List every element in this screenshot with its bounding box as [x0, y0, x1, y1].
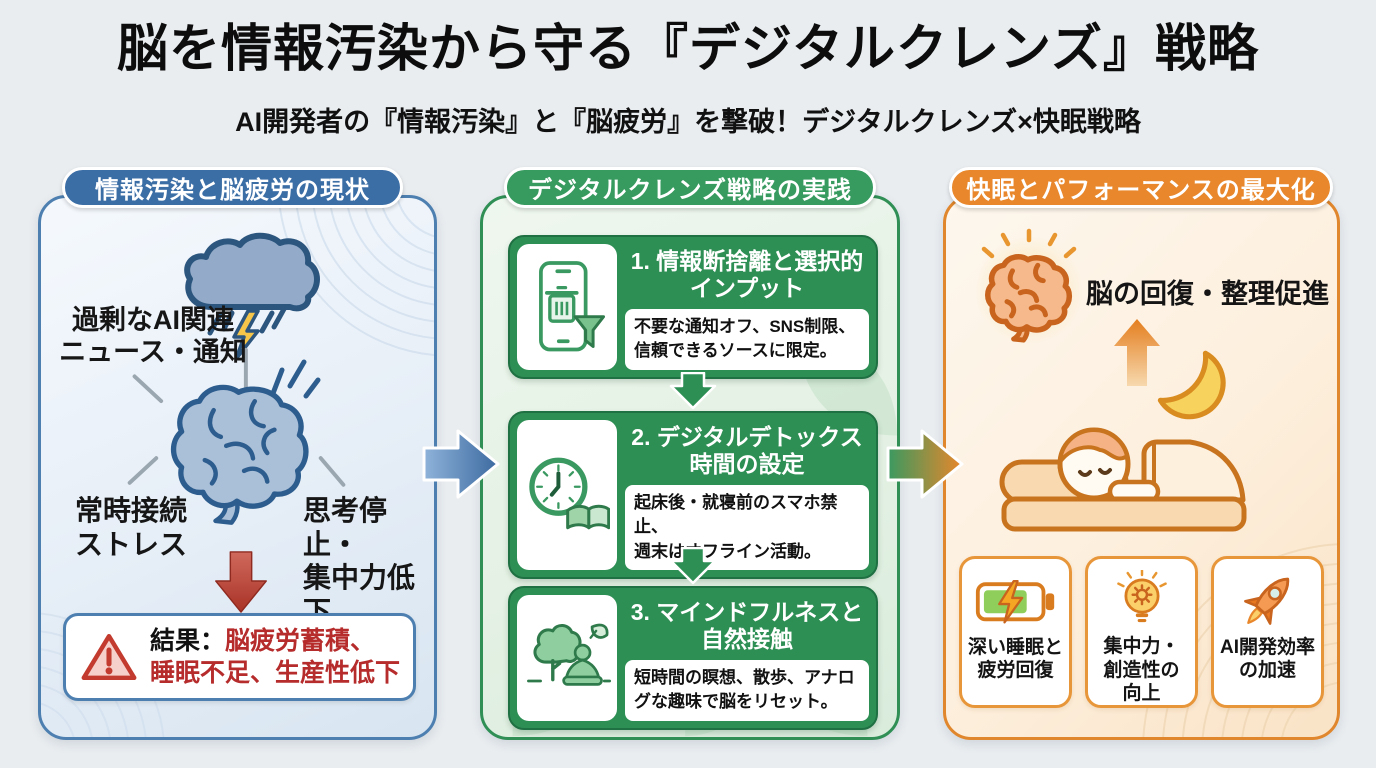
panel-current-state: 過剰なAI関連 ニュース・通知 常時接続 ストレス 思考停止・ 集中力低下 結果…	[38, 195, 437, 740]
step-1-icon-tile	[517, 244, 617, 370]
benefit-label: 深い睡眠と 疲労回復	[967, 637, 1063, 682]
step-2-body: 起床後・就寝前のスマホ禁止、 週末はオフライン活動。	[625, 485, 869, 570]
step-3-title: 3. マインドフルネスと 自然接触	[630, 599, 864, 653]
down-arrow-green-icon	[669, 547, 717, 585]
flow-arrow-green-orange-icon	[886, 429, 964, 499]
result-prefix: 結果：	[150, 626, 226, 655]
step-3-box: 3. マインドフルネスと 自然接触 短時間の瞑想、散歩、アナロ グな趣味で脳をリ…	[508, 586, 878, 730]
rocket-icon	[1243, 577, 1289, 625]
up-arrow-icon	[1114, 319, 1160, 386]
bulb-gear-icon	[1116, 569, 1167, 622]
benefit-card-focus: 集中力・ 創造性の 向上	[1085, 556, 1198, 708]
mindfulness-nature-icon	[527, 623, 611, 686]
step-2-icon-tile	[517, 420, 617, 570]
stress-marks-icon	[269, 359, 321, 399]
benefit-label: AI開発効率 の加速	[1219, 637, 1315, 682]
step-1-title: 1. 情報断捨離と選択的 インプット	[630, 248, 864, 302]
phone-declutter-icon	[539, 260, 606, 352]
page-subtitle: AI開発者の『情報汚染』と『脳疲労』を撃破！デジタルクレンズ×快眠戦略	[235, 107, 1141, 137]
benefit-cards: 深い睡眠と 疲労回復	[946, 556, 1337, 708]
battery-icon	[975, 580, 1054, 624]
panel-sleep-performance: 脳の回復・整理促進	[943, 195, 1340, 740]
clock-book-icon	[529, 457, 610, 530]
storm-cloud-icon	[184, 232, 320, 361]
down-arrow-green-icon	[669, 372, 717, 410]
panel-strategy-practice: 1. 情報断捨離と選択的 インプット 不要な通知オフ、SNS制限、 信頼できるソ…	[480, 195, 900, 740]
result-box: 結果：脳疲労蓄積、 睡眠不足、生産性低下	[63, 613, 416, 701]
result-detail: 脳疲労蓄積、 睡眠不足、生産性低下	[150, 626, 401, 688]
page-title: 脳を情報汚染から守る『デジタルクレンズ』戦略	[117, 20, 1259, 77]
result-text: 結果：脳疲労蓄積、 睡眠不足、生産性低下	[150, 625, 400, 690]
moon-icon	[1157, 350, 1226, 420]
sleeping-person-icon	[999, 427, 1247, 532]
recovery-caption: 脳の回復・整理促進	[1086, 279, 1329, 309]
flow-arrow-blue-icon	[422, 429, 500, 499]
step-1-body: 不要な通知オフ、SNS制限、 信頼できるソースに限定。	[625, 309, 869, 370]
right-panel-header: 快眠とパフォーマンスの最大化	[949, 167, 1333, 208]
warning-icon	[81, 633, 137, 681]
glowing-brain-icon	[975, 228, 1083, 344]
step-2-title: 2. デジタルデトックス 時間の設定	[631, 424, 863, 478]
step-1-box: 1. 情報断捨離と選択的 インプット 不要な通知オフ、SNS制限、 信頼できるソ…	[508, 235, 878, 379]
step-3-body: 短時間の瞑想、散歩、アナロ グな趣味で脳をリセット。	[625, 660, 869, 721]
middle-panel-header: デジタルクレンズ戦略の実践	[504, 167, 876, 208]
label-always-on-stress: 常時接続 ストレス	[75, 495, 188, 560]
step-3-icon-tile	[517, 595, 617, 721]
label-ai-news: 過剰なAI関連 ニュース・通知	[59, 305, 247, 368]
down-arrow-red-icon	[215, 551, 267, 613]
step-2-box: 2. デジタルデトックス 時間の設定 起床後・就寝前のスマホ禁止、 週末はオフラ…	[508, 411, 878, 579]
benefit-card-sleep: 深い睡眠と 疲労回復	[959, 556, 1072, 708]
label-focus-decline: 思考停止・ 集中力低下	[303, 495, 416, 627]
brain-icon	[170, 384, 309, 525]
benefit-card-ai-speed: AI開発効率 の加速	[1211, 556, 1324, 708]
left-panel-header: 情報汚染と脳疲労の現状	[62, 167, 403, 208]
benefit-label: 集中力・ 創造性の 向上	[1103, 636, 1180, 704]
